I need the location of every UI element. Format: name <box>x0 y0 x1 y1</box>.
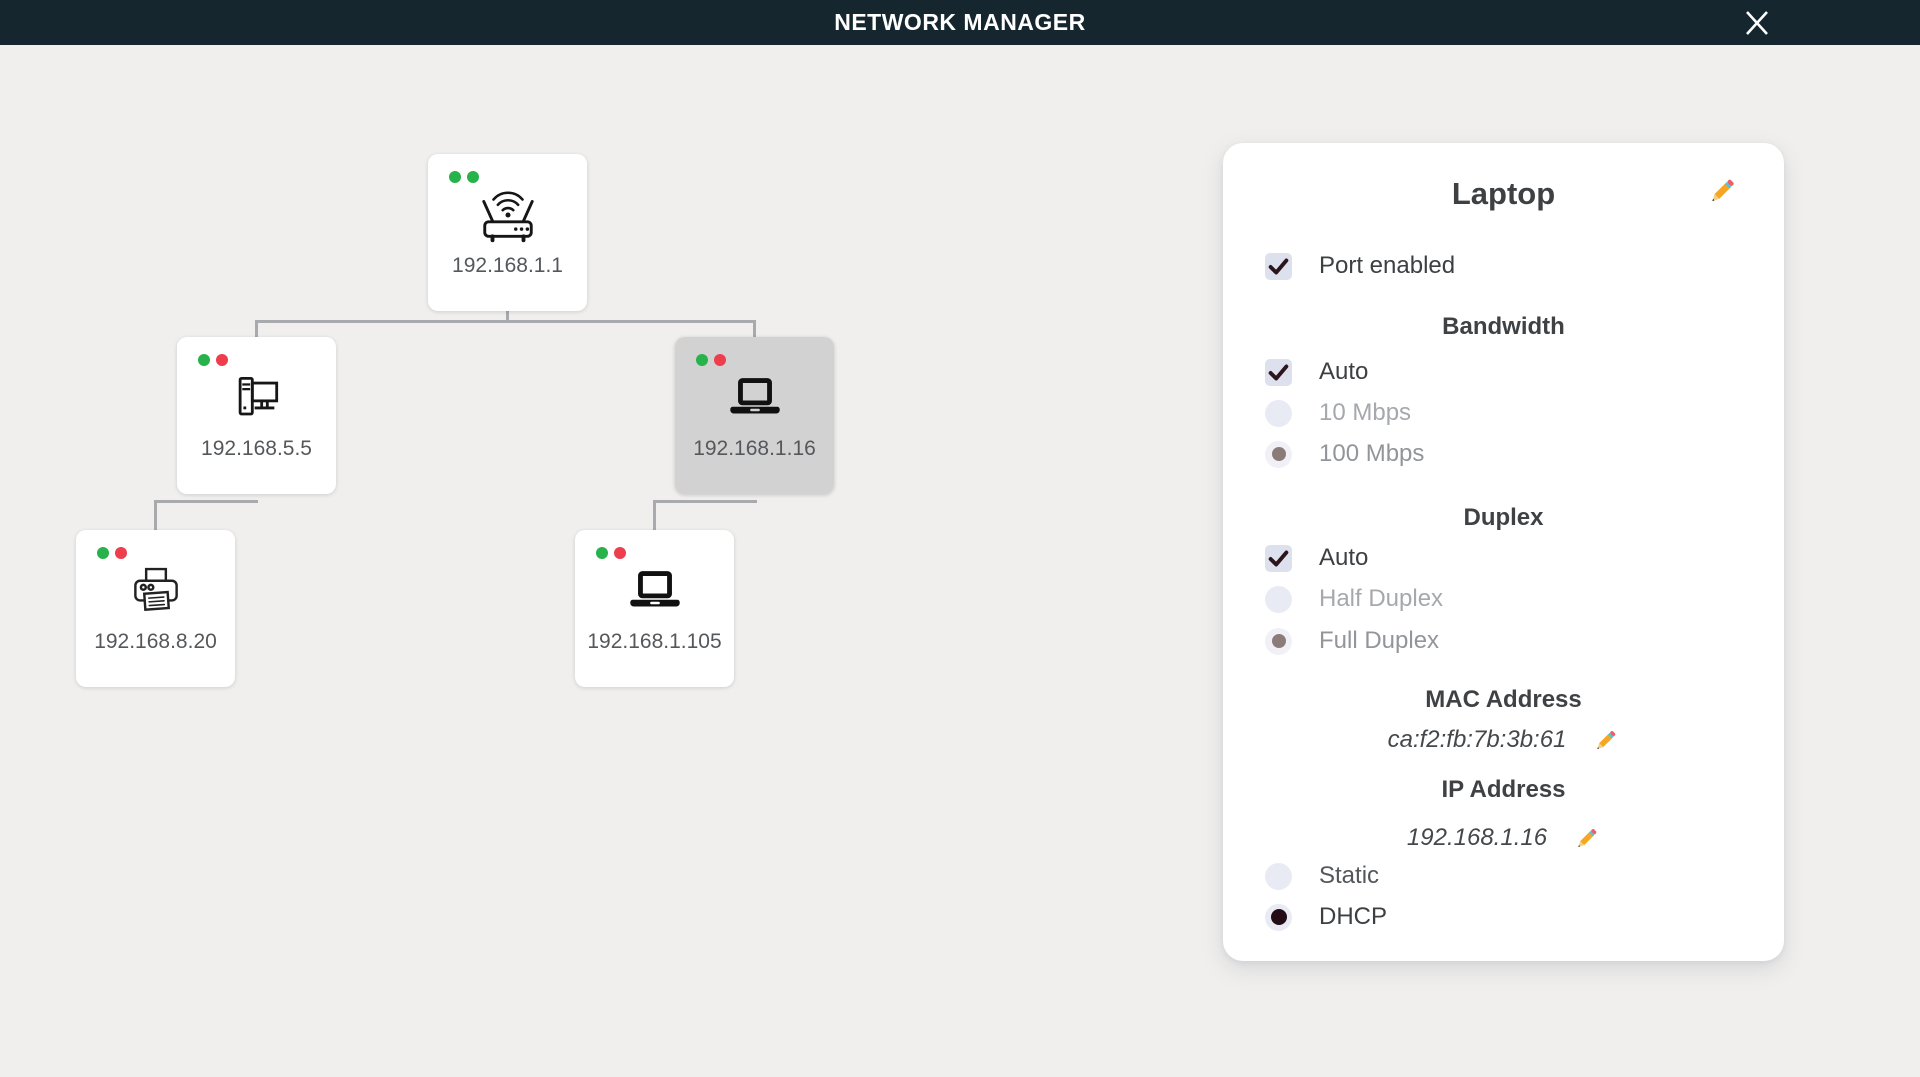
connector-line <box>653 500 757 503</box>
bandwidth-auto-checkbox[interactable] <box>1265 358 1292 386</box>
status-dots <box>428 154 587 184</box>
dhcp-radio[interactable] <box>1265 903 1292 931</box>
connector-line <box>653 500 656 532</box>
checkmark-icon <box>1266 254 1291 279</box>
device-ip: 192.168.8.20 <box>94 630 217 653</box>
connector-line <box>154 500 258 503</box>
laptop-icon <box>575 560 734 624</box>
bandwidth-100-row[interactable]: 100 Mbps <box>1223 440 1784 468</box>
connector-line <box>154 500 157 532</box>
duplex-heading: Duplex <box>1463 504 1544 531</box>
status-dot-green <box>97 547 109 559</box>
static-radio[interactable] <box>1265 862 1292 890</box>
dhcp-row[interactable]: DHCP <box>1223 903 1784 931</box>
pencil-icon <box>1706 175 1738 207</box>
ip-address-value: 192.168.1.16 <box>1406 824 1548 851</box>
printer-icon <box>76 560 235 624</box>
checkmark-icon <box>1266 546 1291 571</box>
close-icon <box>1742 8 1772 38</box>
device-node-router[interactable]: 192.168.1.1 <box>428 154 587 311</box>
duplex-full-label: Full Duplex <box>1319 627 1440 654</box>
laptop-icon <box>675 367 834 431</box>
device-ip: 192.168.5.5 <box>201 437 312 460</box>
bandwidth-10-row[interactable]: 10 Mbps <box>1223 399 1784 427</box>
duplex-half-radio[interactable] <box>1265 585 1292 613</box>
status-dot-green <box>198 354 210 366</box>
status-dot-green <box>467 171 479 183</box>
status-dot-green <box>449 171 461 183</box>
port-enabled-label: Port enabled <box>1319 252 1456 279</box>
connector-line <box>255 320 756 323</box>
mac-address-heading: MAC Address <box>1425 686 1582 713</box>
bandwidth-100-radio[interactable] <box>1265 440 1292 468</box>
bandwidth-heading: Bandwidth <box>1442 313 1565 340</box>
pencil-icon <box>1573 825 1600 852</box>
duplex-half-row[interactable]: Half Duplex <box>1223 585 1784 613</box>
titlebar: NETWORK MANAGER <box>0 0 1920 45</box>
duplex-half-label: Half Duplex <box>1319 585 1444 612</box>
status-dots <box>177 337 336 367</box>
port-enabled-row[interactable]: Port enabled <box>1223 252 1784 280</box>
pencil-icon <box>1592 727 1619 754</box>
static-row[interactable]: Static <box>1223 862 1784 890</box>
connector-line <box>255 320 258 339</box>
edit-mac-button[interactable] <box>1592 727 1619 754</box>
panel-title: Laptop <box>1451 176 1556 211</box>
device-node-printer[interactable]: 192.168.8.20 <box>76 530 235 687</box>
status-dot-red <box>714 354 726 366</box>
app-title: NETWORK MANAGER <box>834 9 1086 35</box>
static-label: Static <box>1319 862 1380 889</box>
device-details-panel: Laptop <box>1223 143 1784 961</box>
edit-ip-button[interactable] <box>1573 825 1600 852</box>
status-dot-red <box>115 547 127 559</box>
status-dots <box>675 337 834 367</box>
checkmark-icon <box>1266 360 1291 385</box>
bandwidth-100-label: 100 Mbps <box>1319 440 1425 467</box>
connector-line <box>506 310 509 322</box>
device-node-desktop[interactable]: 192.168.5.5 <box>177 337 336 494</box>
desktop-icon <box>177 367 336 431</box>
connector-line <box>753 320 756 339</box>
status-dots <box>575 530 734 560</box>
status-dot-red <box>614 547 626 559</box>
edit-name-button[interactable] <box>1706 175 1738 207</box>
duplex-auto-checkbox[interactable] <box>1265 544 1292 572</box>
mac-address-value: ca:f2:fb:7b:3b:61 <box>1387 726 1567 753</box>
dhcp-label: DHCP <box>1319 903 1388 930</box>
status-dot-red <box>216 354 228 366</box>
device-node-laptop-selected[interactable]: 192.168.1.16 <box>675 337 834 494</box>
bandwidth-auto-row[interactable]: Auto <box>1223 358 1784 386</box>
device-ip: 192.168.1.16 <box>693 437 816 460</box>
close-button[interactable] <box>1741 7 1773 39</box>
ip-address-heading: IP Address <box>1441 776 1566 803</box>
duplex-auto-row[interactable]: Auto <box>1223 544 1784 572</box>
status-dot-green <box>696 354 708 366</box>
bandwidth-10-label: 10 Mbps <box>1319 399 1412 426</box>
device-ip: 192.168.1.105 <box>587 630 722 653</box>
router-icon <box>428 184 587 248</box>
status-dot-green <box>596 547 608 559</box>
device-ip: 192.168.1.1 <box>452 254 563 277</box>
bandwidth-10-radio[interactable] <box>1265 399 1292 427</box>
status-dots <box>76 530 235 560</box>
bandwidth-auto-label: Auto <box>1319 358 1369 385</box>
device-node-laptop[interactable]: 192.168.1.105 <box>575 530 734 687</box>
duplex-full-row[interactable]: Full Duplex <box>1223 627 1784 655</box>
port-enabled-checkbox[interactable] <box>1265 252 1292 280</box>
duplex-full-radio[interactable] <box>1265 627 1292 655</box>
duplex-auto-label: Auto <box>1319 544 1369 571</box>
